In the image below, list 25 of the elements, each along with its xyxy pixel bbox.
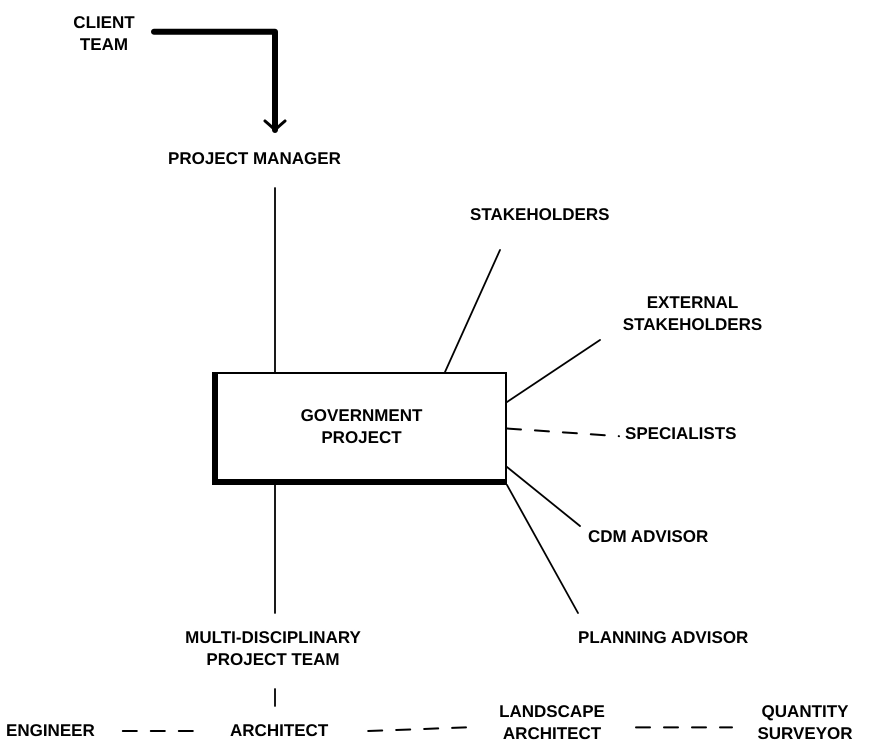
node-label: ARCHITECT	[230, 720, 328, 742]
node-label: MULTI-DISCIPLINARY PROJECT TEAM	[184, 627, 362, 671]
dashed-connector	[506, 428, 620, 438]
node-label: CDM ADVISOR	[588, 526, 708, 548]
dashed-connector	[635, 726, 733, 728]
node-label: STAKEHOLDERS	[470, 204, 610, 226]
node-text: GOVERNMENT PROJECT	[300, 404, 424, 448]
project-box	[212, 372, 507, 485]
node-label: EXTERNAL STAKEHOLDERS	[622, 292, 764, 336]
node-label: ENGINEER	[6, 720, 95, 742]
node-label: SPECIALISTS	[625, 423, 736, 445]
node-label: PLANNING ADVISOR	[578, 627, 748, 649]
connector-line	[506, 466, 581, 527]
connector-line	[506, 484, 579, 614]
node-label: PROJECT MANAGER	[168, 148, 341, 170]
connector-line	[274, 484, 276, 614]
node-label: LANDSCAPE ARCHITECT	[498, 701, 606, 745]
node-label: QUANTITY SURVEYOR	[756, 701, 854, 745]
node-label: CLIENT TEAM	[72, 12, 136, 56]
connector-line	[506, 339, 601, 403]
connector-line	[274, 187, 276, 373]
connector-line	[274, 688, 276, 707]
dashed-connector	[367, 726, 467, 732]
connector-line	[151, 28, 286, 133]
connector-line	[444, 249, 501, 373]
